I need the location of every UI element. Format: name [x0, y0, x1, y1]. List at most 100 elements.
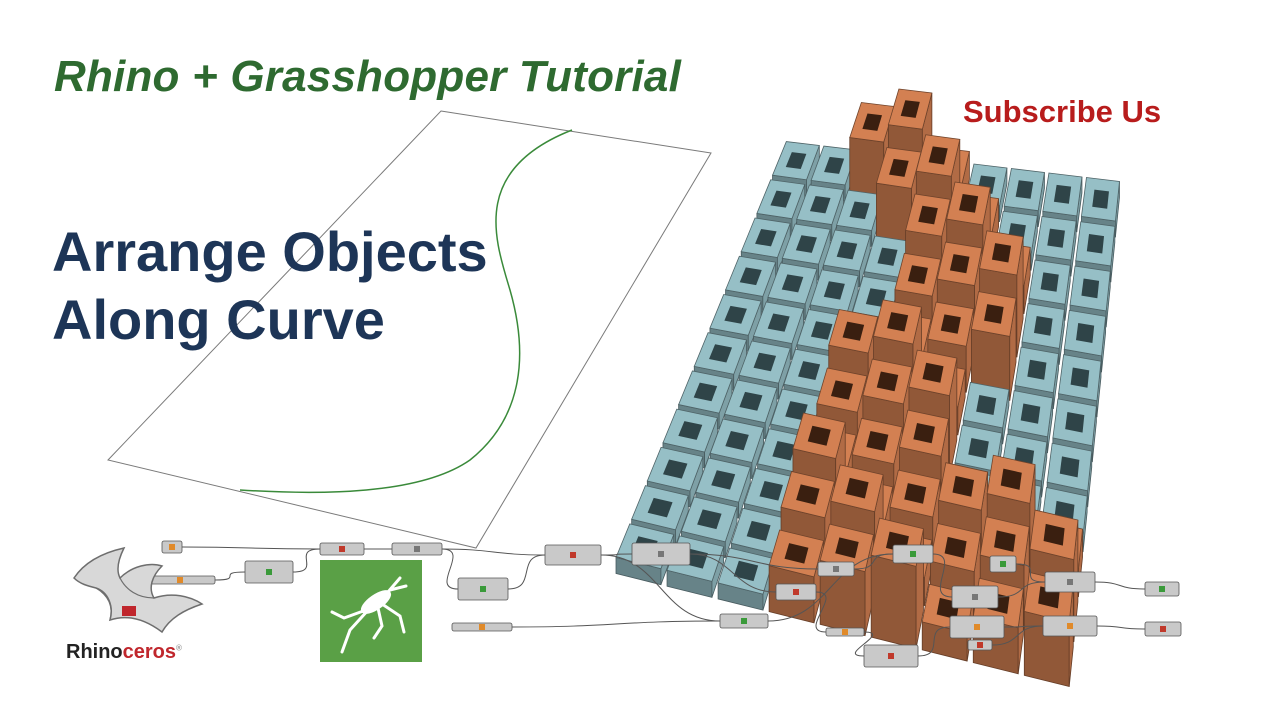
node-wire: [600, 554, 721, 622]
graph-node: [1044, 571, 1096, 593]
tile-face: [784, 543, 809, 564]
main-title-line-2: Along Curve: [52, 288, 385, 351]
graph-node: [892, 544, 934, 564]
tile-face: [1043, 523, 1065, 546]
node-wire: [214, 571, 246, 581]
grasshopper-logo: [320, 560, 422, 662]
node-wire: [441, 548, 546, 556]
main-title: Arrange Objects Along Curve: [52, 218, 488, 354]
graph-node: [825, 627, 865, 637]
graph-node: [719, 613, 769, 629]
node-wire: [1094, 581, 1146, 590]
tile-face: [1053, 184, 1072, 204]
tile-face: [952, 475, 975, 497]
tile-face: [976, 395, 997, 416]
node-icon: [977, 642, 983, 648]
tile-face: [991, 243, 1012, 263]
node-wire: [997, 581, 1046, 598]
tile-face: [746, 520, 771, 541]
node-icon: [177, 577, 183, 583]
node-wire: [853, 553, 894, 570]
tile-face: [1047, 228, 1065, 248]
tile-face: [913, 422, 935, 444]
tile-face: [994, 530, 1016, 552]
graph-node: [457, 577, 509, 601]
tile-face: [725, 431, 749, 451]
tile-face: [866, 430, 889, 452]
subscribe-link[interactable]: Subscribe Us: [963, 94, 1162, 129]
node-icon: [1160, 626, 1166, 632]
tile-face: [767, 313, 790, 332]
tile-face: [865, 288, 887, 307]
tile-face: [755, 228, 777, 247]
node-icon: [414, 546, 420, 552]
tile-face: [753, 352, 777, 372]
tile-face: [949, 254, 970, 274]
tile-face: [809, 196, 831, 214]
node-icon: [1067, 623, 1073, 629]
rhino-icon: [73, 546, 204, 634]
tile-face: [842, 321, 865, 341]
tile-face: [907, 265, 928, 285]
tile-face: [711, 470, 736, 490]
tile-face: [870, 554, 917, 649]
node-wire: [917, 626, 951, 657]
graph-node: [1042, 615, 1098, 637]
node-wire: [507, 554, 546, 590]
tile-face: [739, 267, 762, 286]
rhino-wordmark-suffix: ceros: [122, 641, 177, 663]
tile-face: [830, 380, 854, 400]
node-wire: [181, 546, 321, 550]
tile-face: [1086, 234, 1105, 254]
tile-face: [835, 537, 859, 559]
node-icon: [570, 552, 576, 558]
graph-node: [951, 585, 999, 609]
tile-face: [739, 391, 763, 411]
graph-node: [319, 542, 365, 556]
grasshopper-node-graph: [144, 540, 1182, 668]
graph-node: [161, 540, 183, 554]
tile-face: [1092, 189, 1109, 209]
tile-grid: [615, 88, 1120, 688]
tile-face: [1059, 456, 1080, 478]
graph-node: [989, 555, 1017, 573]
graph-node: [1144, 581, 1180, 597]
tile-face: [862, 113, 883, 131]
tile-face: [1075, 323, 1095, 344]
node-icon: [833, 566, 839, 572]
registered-mark: ®: [176, 643, 182, 653]
tile-face: [900, 100, 920, 118]
tile-face: [823, 281, 845, 300]
node-icon: [479, 624, 485, 630]
graph-node: [544, 544, 602, 566]
tile-face: [940, 314, 961, 334]
tile-face: [785, 152, 807, 169]
node-wire: [689, 553, 777, 593]
tile-face: [904, 483, 927, 504]
tile-face: [772, 441, 796, 461]
node-icon: [888, 653, 894, 659]
tile-face: [849, 201, 870, 220]
graph-node: [631, 542, 691, 566]
node-icon: [972, 594, 978, 600]
tile-face: [807, 425, 831, 446]
tile-face: [781, 274, 804, 293]
arrangement-curve: [239, 129, 573, 494]
series-title: Rhino + Grasshopper Tutorial: [54, 52, 681, 101]
tile-face: [662, 459, 688, 479]
tile-face: [944, 536, 967, 559]
tile-face: [678, 421, 703, 440]
tile-face: [845, 477, 869, 499]
node-wire: [1015, 563, 1046, 583]
tile-face: [922, 362, 944, 383]
node-icon: [169, 544, 175, 550]
node-icon: [1067, 579, 1073, 585]
tile-face: [984, 304, 1004, 324]
node-wire: [815, 591, 827, 633]
tile-face: [733, 560, 759, 582]
node-icon: [842, 629, 848, 635]
graph-node: [451, 622, 513, 632]
tile-face: [1070, 367, 1090, 388]
graph-node: [391, 542, 443, 556]
grasshopper-icon: [330, 576, 408, 654]
